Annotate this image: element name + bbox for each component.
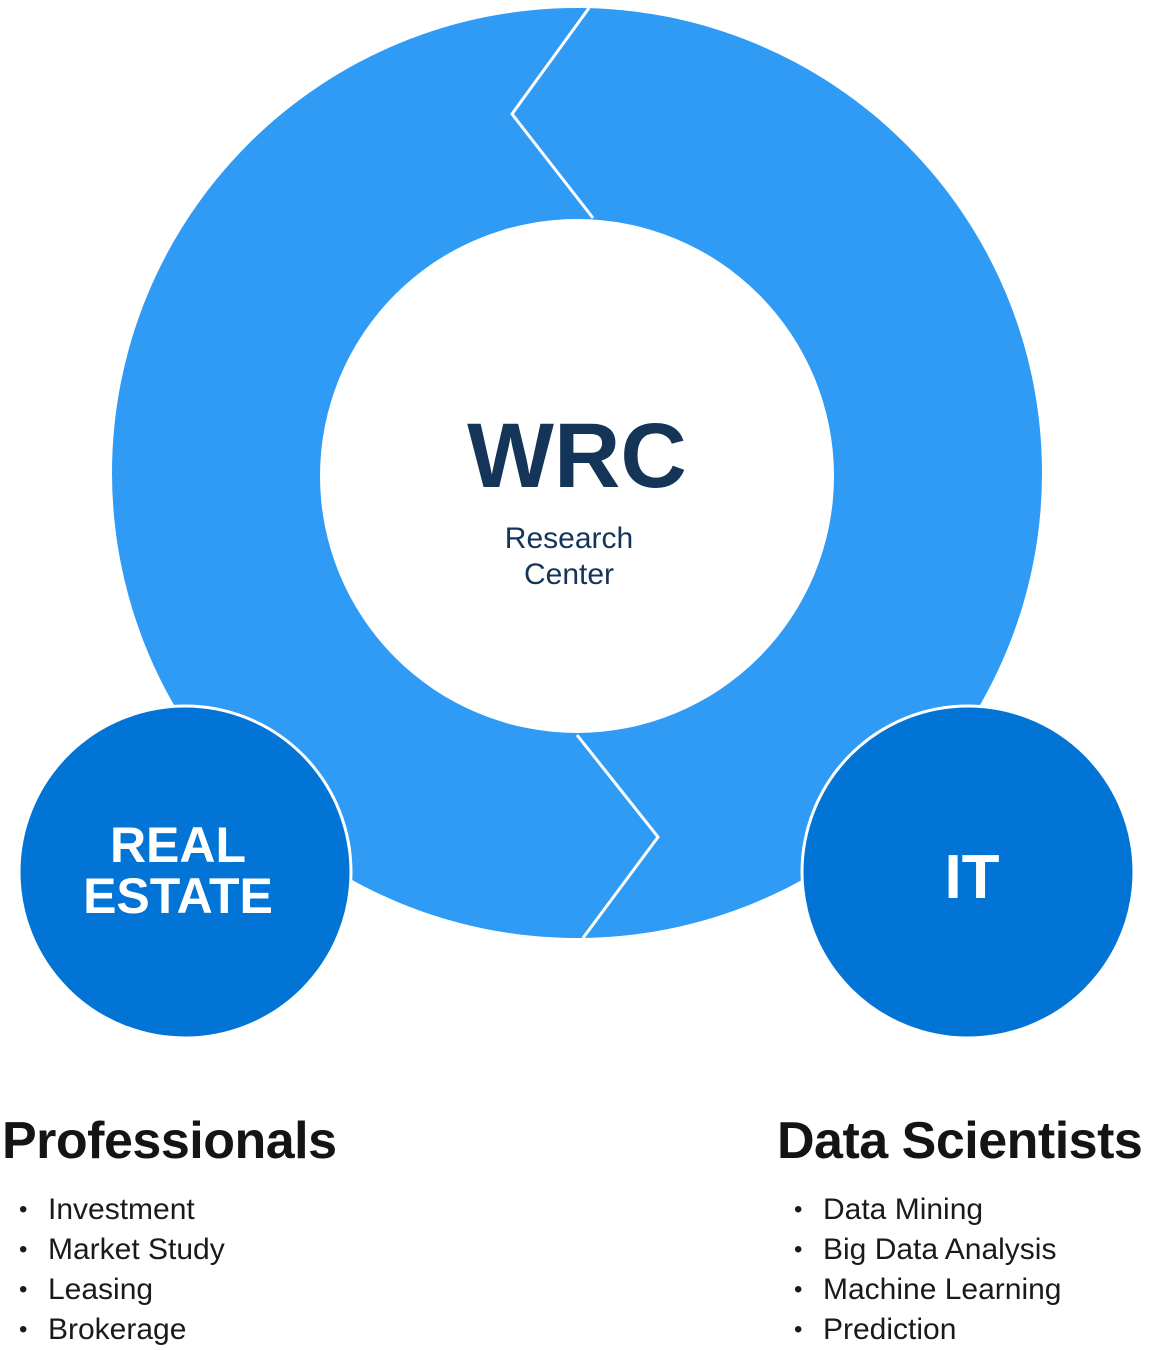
bullet-icon: • — [794, 1236, 803, 1263]
bullet-icon: • — [19, 1316, 28, 1343]
bullet-icon: • — [19, 1236, 28, 1263]
list-item: • Market Study — [2, 1230, 337, 1270]
list-item: • Brokerage — [2, 1310, 337, 1350]
bullet-icon: • — [19, 1276, 28, 1303]
data-scientists-list: • Data Mining • Big Data Analysis • Machine… — [777, 1190, 1142, 1350]
real-estate-label-line1: REAL — [110, 817, 246, 873]
professionals-column: Professionals • Investment • Market Study … — [2, 1108, 337, 1350]
center-title: WRC — [467, 405, 687, 507]
list-item-label: Brokerage — [48, 1313, 187, 1346]
list-item: • Machine Learning — [777, 1270, 1142, 1310]
ring-split-top — [510, 7, 595, 219]
center-subtitle-line1: Research — [505, 522, 633, 555]
list-item: • Prediction — [777, 1310, 1142, 1350]
list-item-label: Machine Learning — [823, 1273, 1062, 1306]
it-label: IT — [944, 843, 999, 912]
bullet-icon: • — [794, 1316, 803, 1343]
list-item: • Leasing — [2, 1270, 337, 1310]
list-item: • Data Mining — [777, 1190, 1142, 1230]
wrc-diagram: WRC Research Center REAL ESTATE IT — [17, 7, 1136, 1040]
data-scientists-column: Data Scientists • Data Mining • Big Data A… — [777, 1108, 1143, 1350]
professionals-heading: Professionals — [2, 1112, 337, 1170]
ring-split-bottom — [575, 734, 660, 939]
real-estate-circle — [17, 704, 353, 1040]
data-scientists-heading: Data Scientists — [777, 1112, 1143, 1170]
list-item-label: Data Mining — [823, 1193, 984, 1226]
center-subtitle-line2: Center — [524, 558, 614, 591]
list-item-label: Market Study — [48, 1233, 225, 1266]
list-item-label: Prediction — [823, 1313, 957, 1346]
professionals-list: • Investment • Market Study • Leasing • Brok… — [2, 1190, 337, 1350]
list-item-label: Leasing — [48, 1273, 154, 1306]
it-circle — [800, 704, 1136, 1040]
bullet-icon: • — [19, 1196, 28, 1223]
list-item-label: Investment — [48, 1193, 195, 1226]
outer-ring — [112, 8, 1042, 938]
bullet-icon: • — [794, 1196, 803, 1223]
real-estate-label-line2: ESTATE — [83, 868, 273, 924]
bullet-icon: • — [794, 1276, 803, 1303]
list-item: • Investment — [2, 1190, 337, 1230]
list-item: • Big Data Analysis — [777, 1230, 1142, 1270]
list-item-label: Big Data Analysis — [823, 1233, 1057, 1266]
